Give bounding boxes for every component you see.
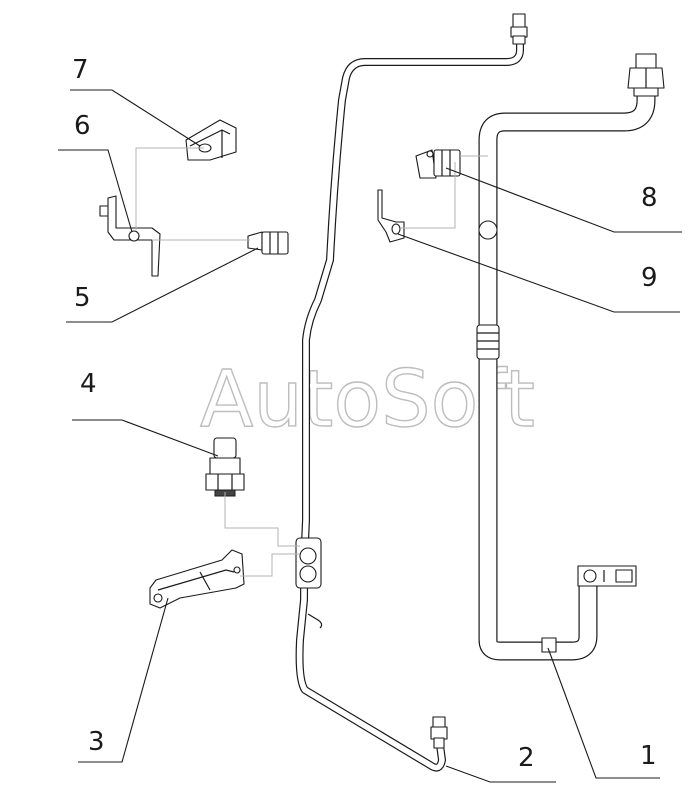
callout-1: 1 [640,741,657,771]
callout-8: 8 [641,183,658,213]
part-9-bracket [377,189,405,243]
part-3-bracket [149,549,245,609]
leader-lines [58,89,682,783]
callout-4: 4 [80,369,97,399]
part-7-bracket [185,119,237,161]
callout-9: 9 [641,263,658,293]
part-6-bracket [99,195,161,277]
part-8-connector [415,149,461,179]
part-4-sensor [205,437,245,497]
callout-5: 5 [74,283,91,313]
callout-2: 2 [518,743,535,773]
part-5-connector [247,231,289,255]
part-2-pipe [295,13,528,772]
assembly-guides [135,147,488,577]
part-1-hose [476,53,665,661]
callout-6: 6 [74,111,91,141]
callout-7: 7 [72,55,89,85]
pipe-clamp [295,537,322,589]
callout-3: 3 [88,727,105,757]
